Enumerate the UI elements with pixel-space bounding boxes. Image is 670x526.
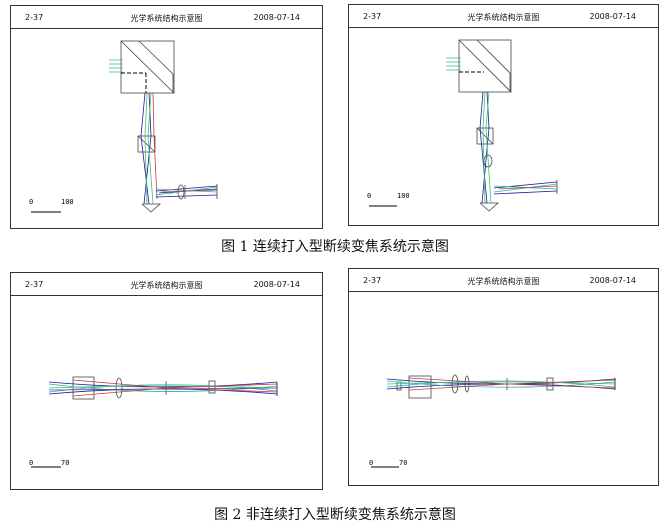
panel-id: 2-37 (25, 13, 44, 22)
panel-title: 光学系统结构示意图 (130, 14, 203, 23)
panel-header: 2-37 光学系统结构示意图 2008-07-14 (349, 5, 658, 28)
panel-header: 2-37 光学系统结构示意图 2008-07-14 (349, 269, 658, 292)
optical-layout-folded (369, 39, 558, 212)
optical-layout-folded (31, 40, 218, 213)
diagram-panel-3: 2-37 光学系统结构示意图 2008-07-14 0 70 (10, 272, 323, 490)
optical-layout-inline (371, 374, 616, 468)
scale-start: 0 (369, 459, 374, 467)
diagram-panel-4: 2-37 光学系统结构示意图 2008-07-14 0 70 (348, 268, 659, 486)
panel-header: 2-37 光学系统结构示意图 2008-07-14 (11, 273, 322, 296)
scale-end: 70 (61, 459, 70, 467)
panel-title: 光学系统结构示意图 (467, 277, 540, 286)
panel-id: 2-37 (363, 276, 382, 285)
panel-id: 2-37 (363, 12, 382, 21)
scale-end: 70 (399, 459, 408, 467)
figure-2-caption: 图 2 非连续打入型断续变焦系统示意图 (214, 507, 456, 523)
scale-start: 0 (367, 192, 372, 200)
figure-1-caption: 图 1 连续打入型断续变焦系统示意图 (221, 239, 449, 255)
scale-end: 100 (397, 192, 410, 200)
panel-title: 光学系统结构示意图 (467, 13, 540, 22)
scale-start: 0 (29, 459, 34, 467)
panel-date: 2008-07-14 (253, 280, 301, 289)
diagram-panel-1: 2-37 光学系统结构示意图 2008-07-14 (10, 5, 323, 229)
panel-date: 2008-07-14 (589, 276, 637, 285)
panel-date: 2008-07-14 (589, 12, 637, 21)
panel-id: 2-37 (25, 280, 44, 289)
panel-title: 光学系统结构示意图 (130, 281, 203, 290)
panel-header: 2-37 光学系统结构示意图 2008-07-14 (11, 6, 322, 29)
scale-start: 0 (29, 198, 34, 206)
optical-layout-inline (31, 376, 278, 468)
scale-end: 100 (61, 198, 74, 206)
panel-date: 2008-07-14 (253, 13, 301, 22)
diagram-panel-2: 2-37 光学系统结构示意图 2008-07-14 (348, 4, 659, 226)
